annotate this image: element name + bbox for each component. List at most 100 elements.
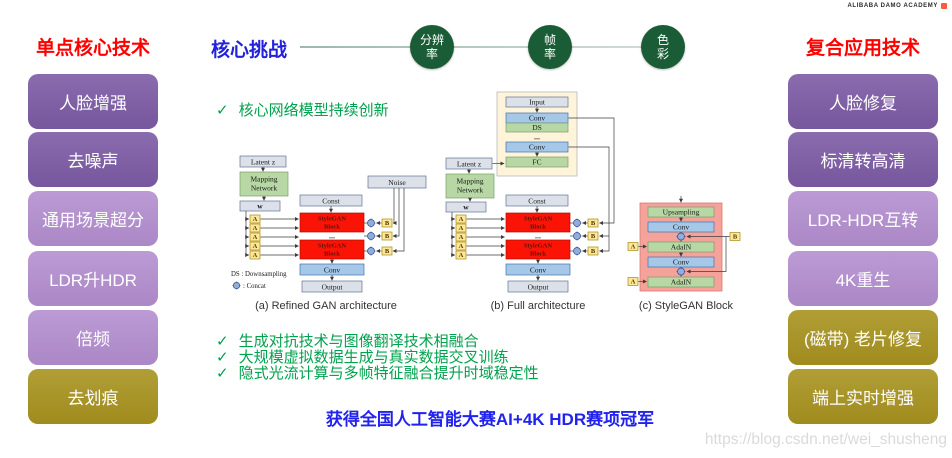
b-box bbox=[587, 231, 599, 241]
b-box bbox=[729, 232, 741, 241]
award-text: 获得全国人工智能大赛AI+4K HDR赛项冠军 bbox=[325, 410, 655, 429]
challenge-node-color: 色 彩 bbox=[641, 25, 685, 69]
adain-box bbox=[647, 276, 715, 288]
const-label: Const bbox=[322, 197, 340, 206]
ds-label: DS bbox=[532, 123, 542, 132]
b-label: B bbox=[591, 248, 596, 255]
a-label: A bbox=[459, 225, 464, 232]
stylegan-label: StyleGAN bbox=[318, 216, 346, 223]
conv-label: Conv bbox=[673, 223, 690, 232]
latent-z-label: Latent z bbox=[251, 158, 276, 167]
bullet-text: 隐式光流计算与多帧特征融合提升时域稳定性 bbox=[238, 365, 539, 382]
tech-box-frame-interp: 倍频 bbox=[28, 310, 158, 365]
output-box bbox=[301, 280, 363, 293]
diagram-a-refined-gan: Latent z Mapping Network w Const StyleGA… bbox=[231, 155, 427, 312]
headline-text: 核心网络模型持续创新 bbox=[238, 102, 389, 119]
a-box bbox=[455, 232, 467, 242]
a-box bbox=[627, 277, 639, 286]
a-label: A bbox=[459, 252, 464, 259]
bullet-headline: ✓ 核心网络模型持续创新 bbox=[216, 99, 389, 120]
conv-label: Conv bbox=[673, 258, 690, 267]
a-label: A bbox=[631, 279, 636, 286]
ds-box bbox=[505, 122, 569, 133]
node-label-line2: 率 bbox=[543, 47, 556, 61]
gan-architecture-diagram: Latent z Mapping Network w Const StyleGA… bbox=[231, 91, 741, 312]
mapping-network-box bbox=[445, 173, 495, 199]
block-label: Block bbox=[324, 224, 340, 231]
a-label: A bbox=[253, 216, 258, 223]
a-box bbox=[249, 232, 261, 242]
b-label: B bbox=[385, 233, 390, 240]
caption-c: (c) StyleGAN Block bbox=[639, 300, 734, 312]
a-label: A bbox=[253, 243, 258, 250]
conv-label: Conv bbox=[530, 266, 547, 275]
a-box bbox=[627, 242, 639, 251]
bullet-item: ✓隐式光流计算与多帧特征融合提升时域稳定性 bbox=[216, 362, 539, 383]
b-label: B bbox=[733, 234, 738, 241]
a-box bbox=[249, 250, 261, 260]
a-box bbox=[249, 223, 261, 233]
a-label: A bbox=[253, 225, 258, 232]
a-label: A bbox=[631, 244, 636, 251]
app-box-realtime-enhance: 端上实时增强 bbox=[788, 369, 938, 424]
check-icon: ✓ bbox=[216, 333, 229, 350]
fc-box bbox=[505, 156, 569, 168]
bullet-item: ✓生成对抗技术与图像翻译技术相融合 bbox=[216, 330, 479, 351]
tech-box-super-res: 通用场景超分 bbox=[28, 191, 158, 246]
a-box bbox=[249, 241, 261, 251]
b-box bbox=[587, 246, 599, 256]
legend-concat-icon bbox=[232, 281, 241, 290]
adain-label: AdaIN bbox=[671, 243, 692, 252]
b-box bbox=[381, 246, 393, 256]
right-panel-title: 复合应用技术 bbox=[805, 38, 920, 59]
b-label: B bbox=[591, 220, 596, 227]
check-icon: ✓ bbox=[216, 102, 229, 119]
mapping-label: Mapping bbox=[250, 175, 277, 184]
w-label: w bbox=[257, 202, 263, 211]
app-box-sd-to-hd: 标清转高清 bbox=[788, 132, 938, 187]
app-box-4k-rebirth: 4K重生 bbox=[788, 251, 938, 306]
conv-label: Conv bbox=[529, 114, 546, 123]
output-label: Output bbox=[528, 283, 550, 292]
a-label: A bbox=[253, 252, 258, 259]
a-label: A bbox=[459, 243, 464, 250]
ellipsis: ... bbox=[534, 133, 540, 142]
damo-flower-icon bbox=[941, 3, 947, 9]
b-label: B bbox=[591, 233, 596, 240]
output-label: Output bbox=[322, 283, 344, 292]
a-style-inputs: A A A A A bbox=[245, 214, 299, 260]
diagram-c-stylegan-block: Upsampling Conv AdaIN Conv AdaIN A A B bbox=[627, 196, 741, 312]
app-box-old-film-repair: (磁带) 老片修复 bbox=[788, 310, 938, 365]
network-label: Network bbox=[457, 186, 483, 195]
a-style-inputs: A A A A A bbox=[451, 214, 505, 260]
w-box bbox=[239, 200, 281, 212]
block-label: Block bbox=[324, 251, 340, 258]
a-label: A bbox=[459, 234, 464, 241]
node-label-line2: 率 bbox=[425, 47, 438, 61]
brand-text: ALIBABA DAMO ACADEMY bbox=[847, 3, 938, 9]
input-label: Input bbox=[529, 98, 546, 107]
network-label: Network bbox=[251, 184, 277, 193]
left-panel-title: 单点核心技术 bbox=[35, 38, 150, 59]
stylegan-label: StyleGAN bbox=[524, 216, 552, 223]
conv-label: Conv bbox=[324, 266, 341, 275]
ellipsis: ... bbox=[535, 232, 541, 241]
a-box bbox=[455, 250, 467, 260]
block-label: Block bbox=[530, 224, 546, 231]
b-label: B bbox=[385, 220, 390, 227]
const-label: Const bbox=[528, 197, 546, 206]
a-box bbox=[249, 214, 261, 224]
b-box bbox=[587, 218, 599, 228]
a-label: A bbox=[459, 216, 464, 223]
a-box bbox=[455, 214, 467, 224]
node-label-line1: 色 bbox=[656, 33, 669, 47]
caption-b: (b) Full architecture bbox=[491, 300, 586, 312]
watermark-url: https://blog.csdn.net/wei_shusheng bbox=[704, 431, 947, 448]
challenges-title: 核心挑战 bbox=[211, 40, 288, 61]
b-label: B bbox=[385, 248, 390, 255]
legend-concat: : Concat bbox=[243, 283, 266, 290]
tech-box-face-enhance: 人脸增强 bbox=[28, 74, 158, 129]
latent-z-label: Latent z bbox=[457, 160, 482, 169]
tech-box-descratch: 去划痕 bbox=[28, 369, 158, 424]
